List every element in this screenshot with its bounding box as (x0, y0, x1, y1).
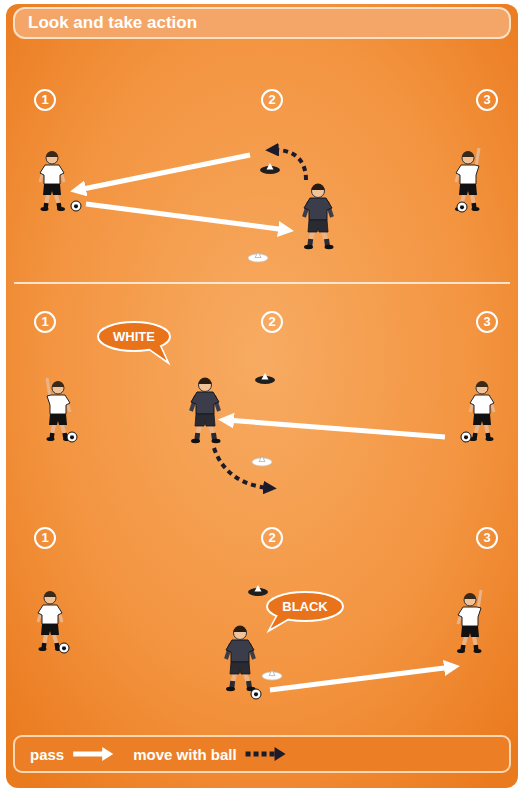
ball (71, 201, 81, 211)
white-player (455, 148, 480, 211)
callout-number: 2 (261, 527, 283, 549)
pass-arrow (270, 667, 452, 690)
white-cone (252, 456, 272, 466)
white-player (38, 591, 63, 651)
callout-number: 1 (34, 527, 56, 549)
pass-arrow (226, 420, 445, 437)
black-cone (248, 585, 268, 596)
black-player (226, 626, 256, 692)
bubble-seam (271, 611, 294, 628)
black-cone (260, 163, 280, 174)
callout-number: 2 (261, 311, 283, 333)
callout-number: 3 (476, 89, 498, 111)
divider-line (14, 282, 510, 284)
ball (59, 643, 69, 653)
dribble-arrow (214, 448, 270, 488)
callout-number: 1 (34, 89, 56, 111)
ball (457, 202, 467, 212)
bubble-text: WHITE (98, 329, 170, 344)
title-banner (14, 8, 510, 38)
drill-title: Look and take action (28, 13, 197, 33)
bubble-seam (145, 341, 167, 360)
ball (67, 432, 77, 442)
speech-bubble: WHITE (98, 322, 170, 351)
legend-sample (246, 752, 276, 757)
pass-arrow (86, 204, 286, 230)
white-player (469, 381, 494, 441)
callout-number: 1 (34, 311, 56, 333)
legend-text: move with ball (133, 746, 236, 763)
pass-arrow (78, 155, 250, 190)
white-player (457, 590, 482, 653)
pitch-panel (6, 4, 518, 788)
ball (461, 432, 471, 442)
black-player (191, 378, 221, 444)
white-player (40, 151, 65, 211)
speech-bubble: BLACK (267, 592, 343, 621)
callout-number: 3 (476, 527, 498, 549)
legend-arrowhead (102, 747, 113, 761)
black-cone (255, 373, 275, 384)
white-player (47, 378, 72, 441)
dribble-arrow (272, 150, 306, 180)
bubble-text: BLACK (267, 599, 343, 614)
ball (251, 689, 261, 699)
callout-number: 2 (261, 89, 283, 111)
legend-bar (14, 736, 510, 772)
callout-number: 3 (476, 311, 498, 333)
white-cone (248, 252, 268, 262)
white-cone (262, 670, 282, 680)
legend-arrowhead (275, 747, 286, 761)
legend-text: pass (30, 746, 64, 763)
black-player (304, 184, 334, 250)
legend-sample (73, 752, 103, 757)
